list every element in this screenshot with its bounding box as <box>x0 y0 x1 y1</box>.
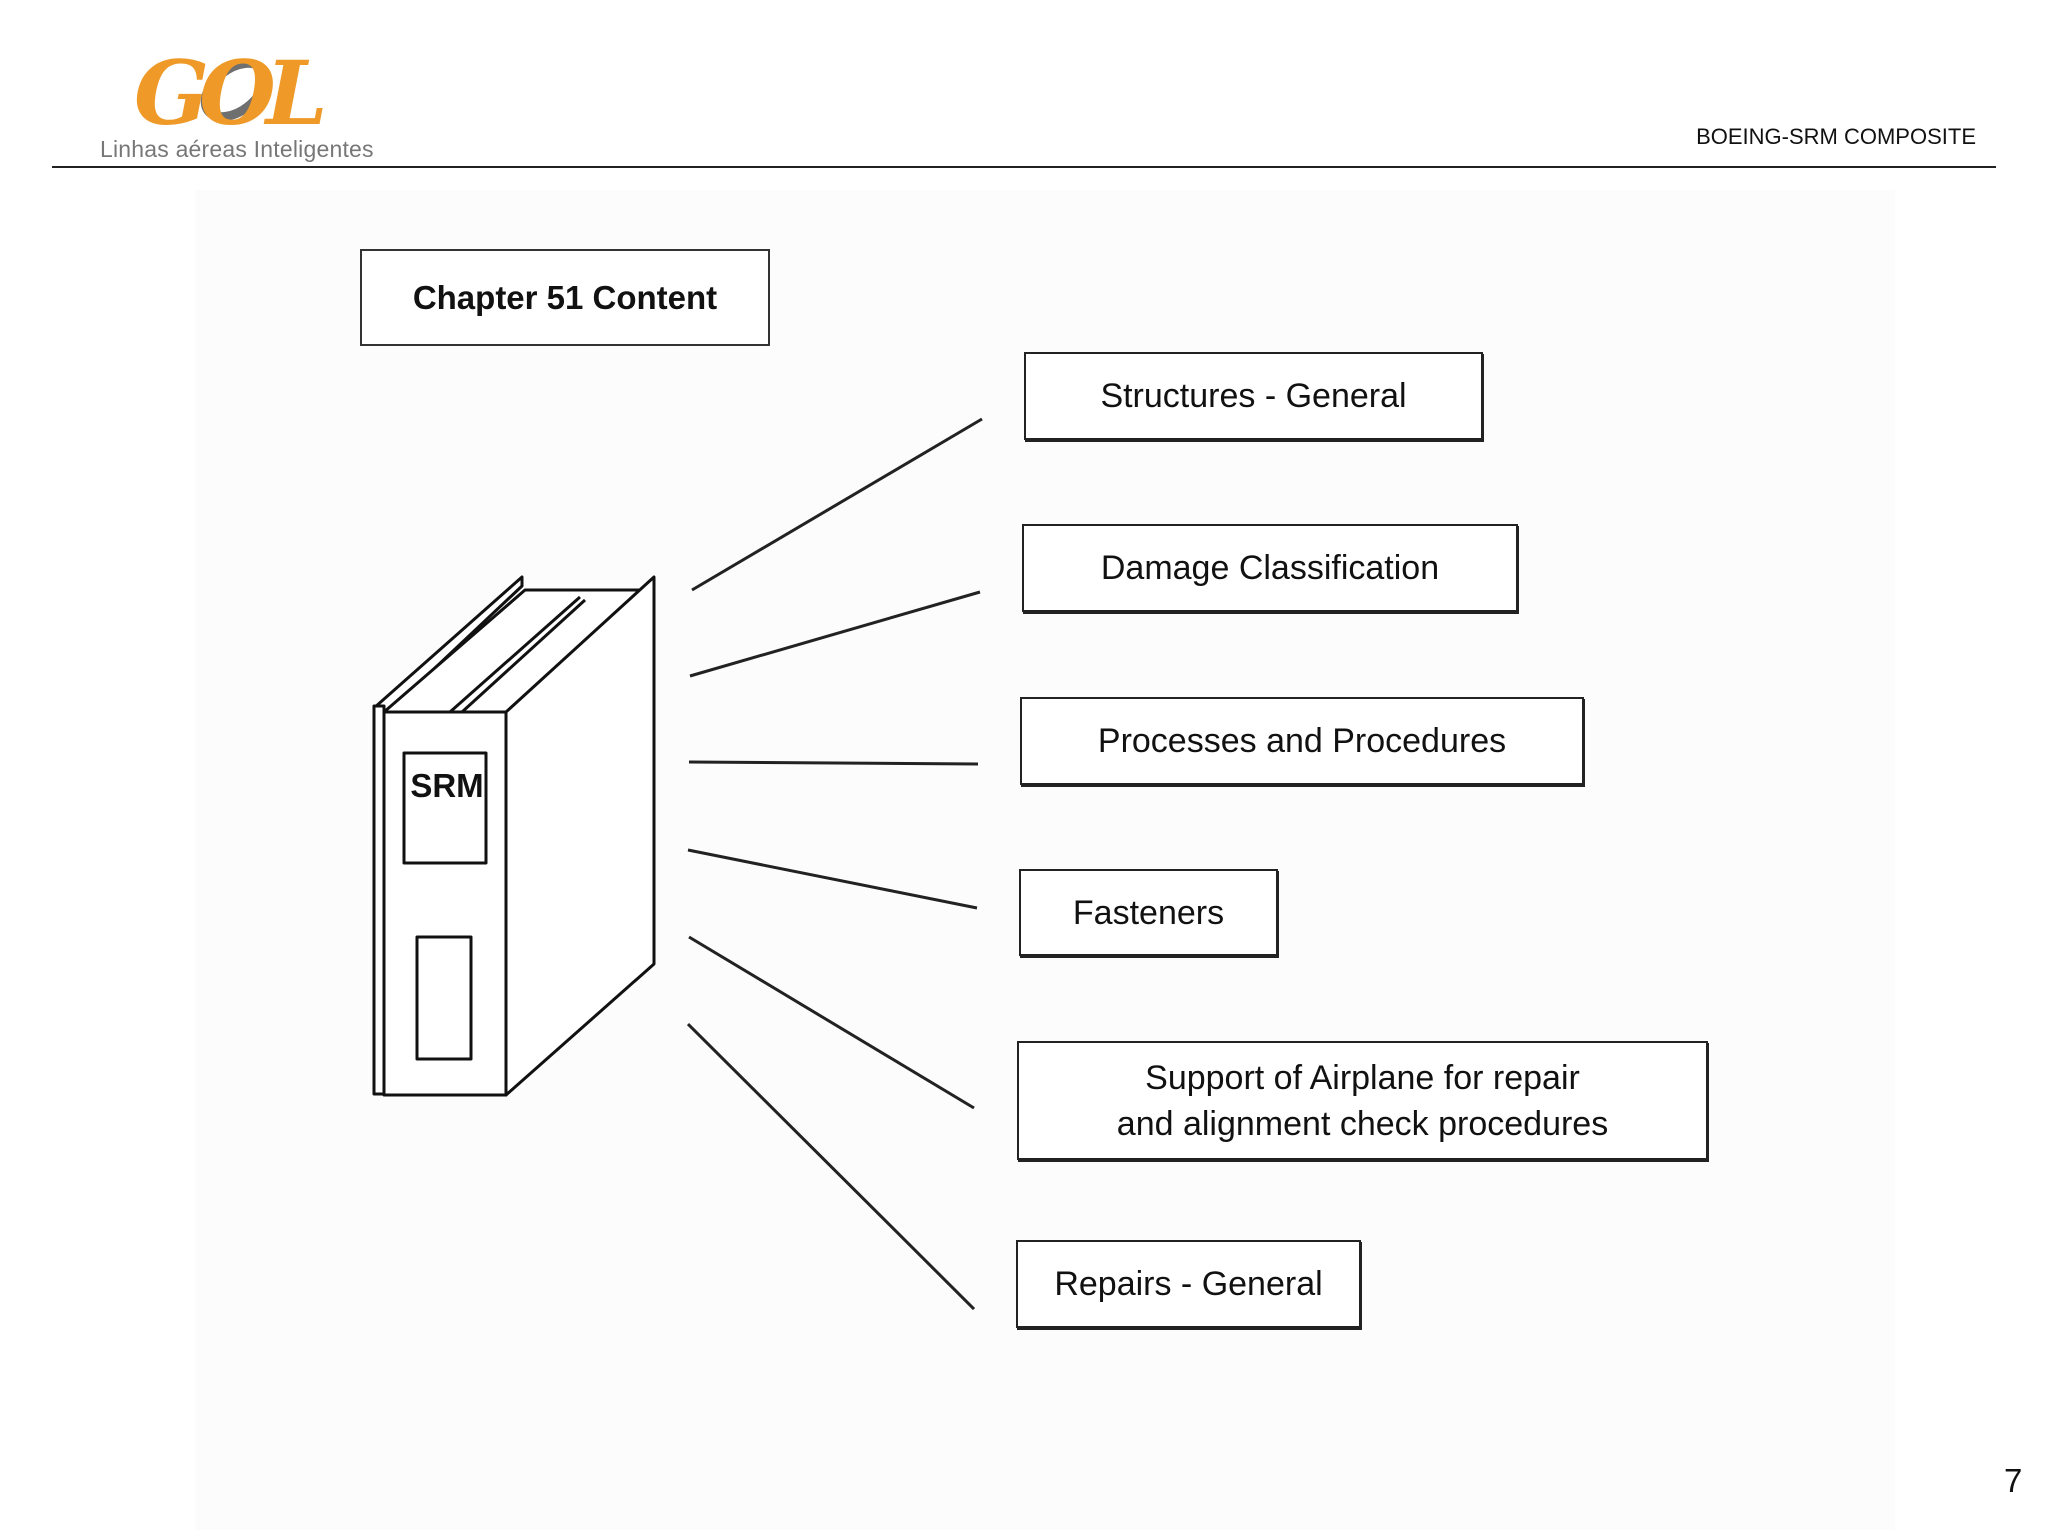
chapter-title-box: Chapter 51 Content <box>360 249 770 346</box>
page-number: 7 <box>2004 1462 2023 1499</box>
topic-box-support-airplane: Support of Airplane for repair and align… <box>1017 1041 1708 1160</box>
book-lower-label <box>415 935 473 1061</box>
topic-box-processes-procedures: Processes and Procedures <box>1020 697 1584 785</box>
connector-line-processes <box>688 760 979 766</box>
connector-line-fasteners <box>687 848 978 910</box>
gol-logo-mark: GOL <box>134 41 333 140</box>
book-label-box <box>402 751 488 865</box>
connector-lines <box>686 417 983 1311</box>
book-label-text: SRM <box>410 767 483 804</box>
connector-line-damage <box>689 590 981 678</box>
srm-book-icon <box>372 575 656 1097</box>
topic-box-structures-general: Structures - General <box>1024 352 1483 440</box>
header-divider <box>52 166 1996 168</box>
connector-line-structures <box>691 417 983 592</box>
topic-box-repairs-general: Repairs - General <box>1016 1240 1361 1328</box>
logo-tagline: Linhas aéreas Inteligentes <box>100 136 374 162</box>
gol-logo: GOL Linhas aéreas Inteligentes <box>100 30 380 166</box>
book-top-crease-2 <box>460 598 587 714</box>
topic-box-damage-classification: Damage Classification <box>1022 524 1518 612</box>
connector-line-support <box>688 935 975 1110</box>
topic-box-fasteners: Fasteners <box>1019 869 1278 956</box>
connector-line-repairs <box>686 1022 976 1311</box>
book-top-crease-1 <box>449 595 581 714</box>
document-title: BOEING-SRM COMPOSITE <box>1696 124 1976 149</box>
logo-wordmark: GOL <box>134 41 323 140</box>
